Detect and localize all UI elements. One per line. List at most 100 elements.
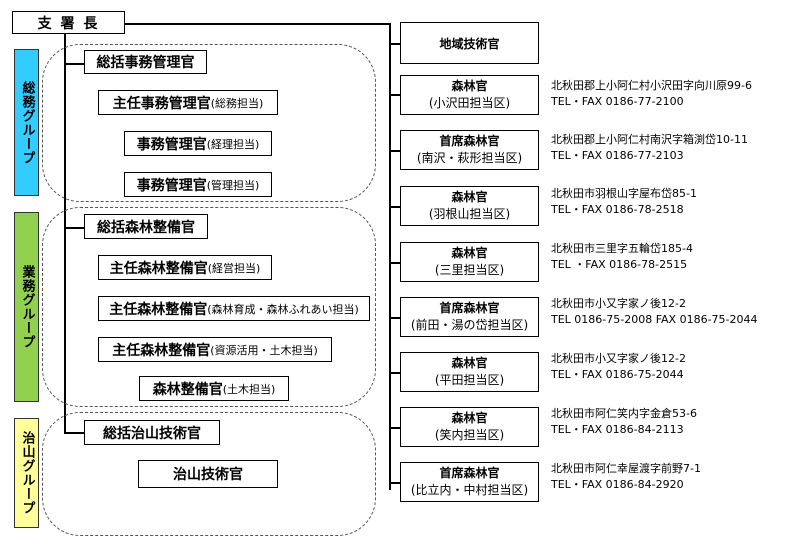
office-address-3: 北秋田市羽根山字屋布岱85-1 TEL・FAX 0186-78-2518	[551, 186, 697, 218]
office-tel-8: TEL・FAX 0186-84-2920	[551, 478, 684, 491]
office-box-3: 森林官 (羽根山担当区)	[400, 186, 539, 226]
gyomu-officer-box: 森林整備官(土木担当)	[139, 376, 289, 401]
chisan-officer-label: 治山技術官	[173, 467, 243, 483]
office-title-7: 森林官	[451, 411, 488, 425]
office-area-7: (笑内担当区)	[434, 428, 505, 442]
gyomu-chief3-box: 主任森林整備官(資源活用・土木担当)	[98, 337, 332, 362]
office-area-1: (小沢田担当区)	[428, 96, 511, 110]
office-address-8: 北秋田市阿仁幸屋渡字前野7-1 TEL・FAX 0186-84-2920	[551, 461, 701, 493]
office-area-5: (前田・湯の岱担当区)	[410, 318, 529, 332]
chisan-group-tab: 治山グループ	[14, 418, 39, 528]
gyomu-chief3-sub: (資源活用・土木担当)	[210, 343, 318, 357]
gyomu-chief1-sub: (経営担当)	[207, 261, 261, 275]
somu-clerk1-sub: (経理担当)	[206, 137, 260, 151]
gyomu-head-label: 総括森林整備官	[97, 219, 195, 236]
connector-office-7	[389, 427, 401, 429]
gyomu-group-enclosure	[42, 207, 376, 407]
office-box-6: 森林官 (平田担当区)	[400, 352, 539, 392]
somu-chief-label: 主任事務管理官	[112, 95, 211, 112]
gyomu-officer-sub: (土木担当)	[222, 382, 276, 396]
office-address-1: 北秋田郡上小阿仁村小沢田字向川原99-6 TEL・FAX 0186-77-210…	[551, 78, 752, 110]
office-address-line-5: 北秋田市小又字家ノ後12-2	[551, 297, 686, 310]
office-title-4: 森林官	[451, 246, 488, 260]
office-area-3: (羽根山担当区)	[428, 207, 511, 221]
office-tel-3: TEL・FAX 0186-78-2518	[551, 203, 684, 216]
office-address-line-7: 北秋田市阿仁笑内字金倉53-6	[551, 407, 697, 420]
office-address-4: 北秋田市三里字五輪岱185-4 TEL ・FAX 0186-78-2515	[551, 241, 693, 273]
office-box-4: 森林官 (三里担当区)	[400, 242, 539, 282]
office-tel-7: TEL・FAX 0186-84-2113	[551, 423, 684, 436]
gyomu-chief2-box: 主任森林整備官(森林育成・森林ふれあい担当)	[98, 296, 370, 321]
office-area-6: (平田担当区)	[434, 373, 505, 387]
office-address-line-4: 北秋田市三里字五輪岱185-4	[551, 242, 693, 255]
somu-clerk2-box: 事務管理官(管理担当)	[124, 172, 272, 197]
somu-chief-sub: (総務担当)	[210, 96, 264, 110]
connector-office-2	[389, 150, 401, 152]
office-box-8: 首席森林官 (比立内・中村担当区)	[400, 462, 539, 502]
office-address-5: 北秋田市小又字家ノ後12-2 TEL 0186-75-2008 FAX 0186…	[551, 296, 758, 328]
chisan-group-enclosure	[42, 412, 376, 536]
office-address-2: 北秋田郡上小阿仁村南沢字箱渕岱10-11 TEL・FAX 0186-77-210…	[551, 132, 748, 164]
chisan-head-label: 総括治山技術官	[103, 425, 201, 442]
somu-group-label: 総務グループ	[19, 80, 35, 165]
connector-office-6	[389, 372, 401, 374]
office-address-line-1: 北秋田郡上小阿仁村小沢田字向川原99-6	[551, 79, 752, 92]
office-area-8: (比立内・中村担当区)	[410, 483, 529, 497]
gyomu-group-label: 業務グループ	[19, 265, 35, 349]
connector-right-spine	[389, 23, 391, 490]
connector-regional	[389, 43, 401, 45]
chisan-head-box: 総括治山技術官	[84, 420, 220, 445]
office-tel-4: TEL ・FAX 0186-78-2515	[551, 258, 688, 271]
office-address-line-3: 北秋田市羽根山字屋布岱85-1	[551, 187, 697, 200]
office-address-6: 北秋田市小又字家ノ後12-2 TEL・FAX 0186-75-2044	[551, 351, 686, 383]
somu-head-label: 総括事務管理官	[96, 55, 195, 71]
gyomu-group-tab: 業務グループ	[14, 212, 39, 402]
office-address-7: 北秋田市阿仁笑内字金倉53-6 TEL・FAX 0186-84-2113	[551, 406, 697, 438]
somu-clerk1-box: 事務管理官(経理担当)	[124, 131, 272, 156]
gyomu-chief1-box: 主任森林整備官(経営担当)	[98, 255, 272, 280]
regional-engineer-box: 地域技術官	[400, 22, 539, 64]
somu-group-tab: 総務グループ	[14, 49, 39, 196]
office-area-2: (南沢・萩形担当区)	[416, 151, 523, 165]
office-title-3: 森林官	[451, 190, 488, 204]
connector-office-8	[389, 482, 401, 484]
gyomu-chief2-label: 主任森林整備官	[109, 301, 208, 318]
gyomu-officer-label: 森林整備官	[152, 381, 223, 398]
office-tel-6: TEL・FAX 0186-75-2044	[551, 368, 684, 381]
office-title-5: 首席森林官	[439, 301, 500, 315]
connector-chief-right	[124, 23, 390, 25]
somu-clerk1-label: 事務管理官	[136, 136, 207, 153]
chief-label: 支 署 長	[37, 15, 100, 32]
chisan-officer-box: 治山技術官	[138, 460, 278, 488]
office-box-2: 首席森林官 (南沢・萩形担当区)	[400, 130, 539, 170]
somu-group-enclosure	[42, 44, 376, 202]
connector-office-3	[389, 206, 401, 208]
gyomu-chief1-label: 主任森林整備官	[109, 260, 208, 277]
office-address-line-6: 北秋田市小又字家ノ後12-2	[551, 352, 686, 365]
gyomu-chief3-label: 主任森林整備官	[112, 342, 211, 359]
chief-box: 支 署 長	[12, 11, 125, 34]
connector-office-4	[389, 262, 401, 264]
office-box-7: 森林官 (笑内担当区)	[400, 407, 539, 447]
office-address-line-2: 北秋田郡上小阿仁村南沢字箱渕岱10-11	[551, 133, 748, 146]
chisan-group-label: 治山グループ	[19, 431, 35, 515]
regional-engineer-label: 地域技術官	[439, 36, 500, 51]
gyomu-chief2-sub: (森林育成・森林ふれあい担当)	[207, 302, 359, 316]
office-tel-5: TEL 0186-75-2008 FAX 0186-75-2044	[551, 313, 758, 326]
connector-office-5	[389, 317, 401, 319]
office-title-1: 森林官	[451, 79, 488, 93]
office-box-1: 森林官 (小沢田担当区)	[400, 75, 539, 115]
office-box-5: 首席森林官 (前田・湯の岱担当区)	[400, 297, 539, 337]
connector-office-1	[389, 94, 401, 96]
office-tel-2: TEL・FAX 0186-77-2103	[551, 149, 684, 162]
somu-clerk2-label: 事務管理官	[136, 177, 207, 194]
office-title-8: 首席森林官	[439, 466, 500, 480]
gyomu-head-box: 総括森林整備官	[84, 214, 208, 239]
office-address-line-8: 北秋田市阿仁幸屋渡字前野7-1	[551, 462, 701, 475]
somu-head-box: 総括事務管理官	[84, 50, 207, 74]
office-tel-1: TEL・FAX 0186-77-2100	[551, 95, 684, 108]
office-area-4: (三里担当区)	[434, 263, 505, 277]
office-title-6: 森林官	[451, 356, 488, 370]
somu-chief-box: 主任事務管理官(総務担当)	[98, 90, 278, 115]
office-title-2: 首席森林官	[439, 134, 500, 148]
